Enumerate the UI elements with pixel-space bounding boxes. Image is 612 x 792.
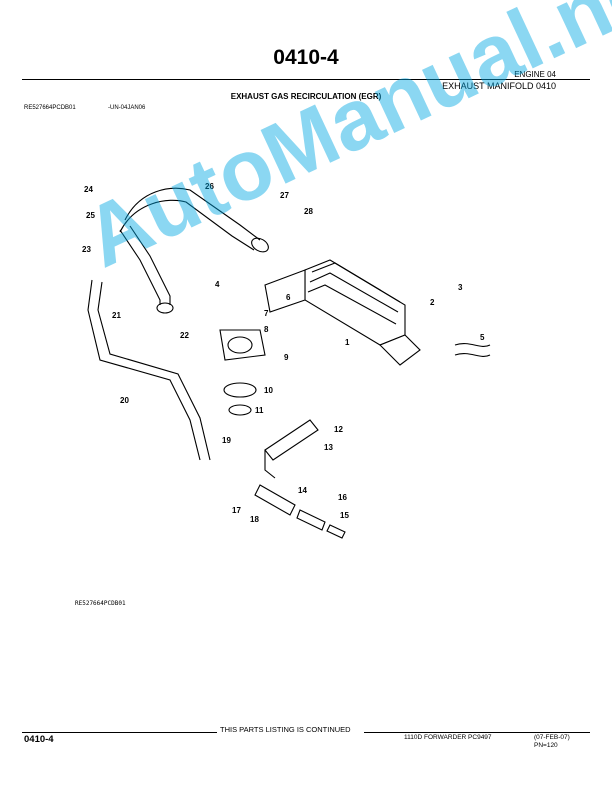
callout: 7 [264, 309, 269, 318]
footer-date: (07-FEB-07) [534, 734, 570, 741]
callout: 23 [82, 245, 91, 254]
callout: 6 [286, 293, 291, 302]
callout: 12 [334, 425, 343, 434]
footer-machine: 1110D FORWARDER PC9497 [404, 734, 492, 741]
callout: 20 [120, 396, 129, 405]
bracket [264, 419, 319, 479]
ref-code: RE527664PCDB01 [24, 105, 76, 111]
callout: 8 [264, 325, 269, 334]
callout: 4 [215, 280, 220, 289]
callout: 5 [480, 333, 485, 342]
callout: 2 [430, 298, 435, 307]
callout: 13 [324, 443, 333, 452]
footer-rule [22, 732, 217, 733]
callout: 17 [232, 506, 241, 515]
flange-assembly [219, 329, 266, 416]
outlet-pipe [454, 343, 491, 357]
callout: 14 [298, 486, 307, 495]
header-rule [22, 79, 590, 80]
callout: 3 [458, 283, 463, 292]
lower-hose [254, 484, 346, 539]
callout: 21 [112, 311, 121, 320]
callout: 19 [222, 436, 231, 445]
ref-code-bottom: RE527664PCDB01 [75, 600, 126, 607]
egr-exploded-diagram: 1 2 3 4 5 6 7 8 9 10 11 12 13 14 15 16 1… [82, 182, 491, 539]
crossover-pipe [87, 279, 211, 461]
callout: 22 [180, 331, 189, 340]
callout: 28 [304, 207, 313, 216]
callout: 27 [280, 191, 289, 200]
section-exhaust: EXHAUST MANIFOLD 0410 [442, 81, 556, 91]
callout: 1 [345, 338, 350, 347]
left-riser-pipe [119, 225, 174, 314]
egr-cooler [264, 259, 421, 366]
callout: 9 [284, 353, 289, 362]
callout: 10 [264, 386, 273, 395]
page-number: 0410-4 [273, 46, 339, 69]
callout: 16 [338, 493, 347, 502]
callout: 25 [86, 211, 95, 220]
callout: 15 [340, 511, 349, 520]
diagram-title: EXHAUST GAS RECIRCULATION (EGR) [230, 92, 382, 101]
ref-date: -UN-04JAN06 [108, 105, 146, 111]
callout: 24 [84, 185, 93, 194]
section-engine: ENGINE 04 [514, 70, 556, 79]
callout: 26 [205, 182, 214, 191]
footer-page-number: 0410-4 [24, 734, 54, 745]
footer-rule [364, 732, 590, 733]
footer-pn: PN=120 [534, 742, 558, 749]
callout: 18 [250, 515, 259, 524]
continued-note: THIS PARTS LISTING IS CONTINUED [220, 725, 351, 734]
callout: 11 [255, 406, 264, 415]
upper-pipe [119, 187, 269, 253]
